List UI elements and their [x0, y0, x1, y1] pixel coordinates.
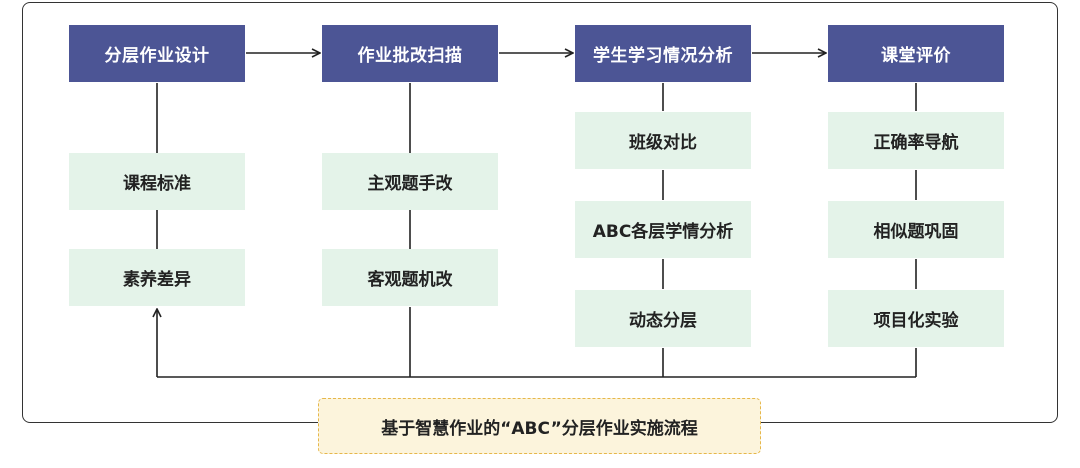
item-abc-tier-analysis: ABC各层学情分析 [575, 201, 751, 258]
item-project-experiment: 项目化实验 [828, 290, 1004, 347]
diagram-title: 基于智慧作业的“ABC”分层作业实施流程 [318, 398, 761, 454]
item-literacy-differences: 素养差异 [69, 249, 245, 306]
item-curriculum-standards: 课程标准 [69, 153, 245, 210]
item-dynamic-tiering: 动态分层 [575, 290, 751, 347]
item-accuracy-navigation: 正确率导航 [828, 112, 1004, 169]
header-layered-homework-design: 分层作业设计 [69, 25, 245, 82]
item-class-comparison: 班级对比 [575, 112, 751, 169]
item-subjective-manual-grading: 主观题手改 [322, 153, 498, 210]
header-classroom-evaluation: 课堂评价 [828, 25, 1004, 82]
item-similar-question-review: 相似题巩固 [828, 201, 1004, 258]
header-student-learning-analysis: 学生学习情况分析 [575, 25, 751, 82]
item-objective-machine-grading: 客观题机改 [322, 249, 498, 306]
header-homework-grading-scan: 作业批改扫描 [322, 25, 498, 82]
